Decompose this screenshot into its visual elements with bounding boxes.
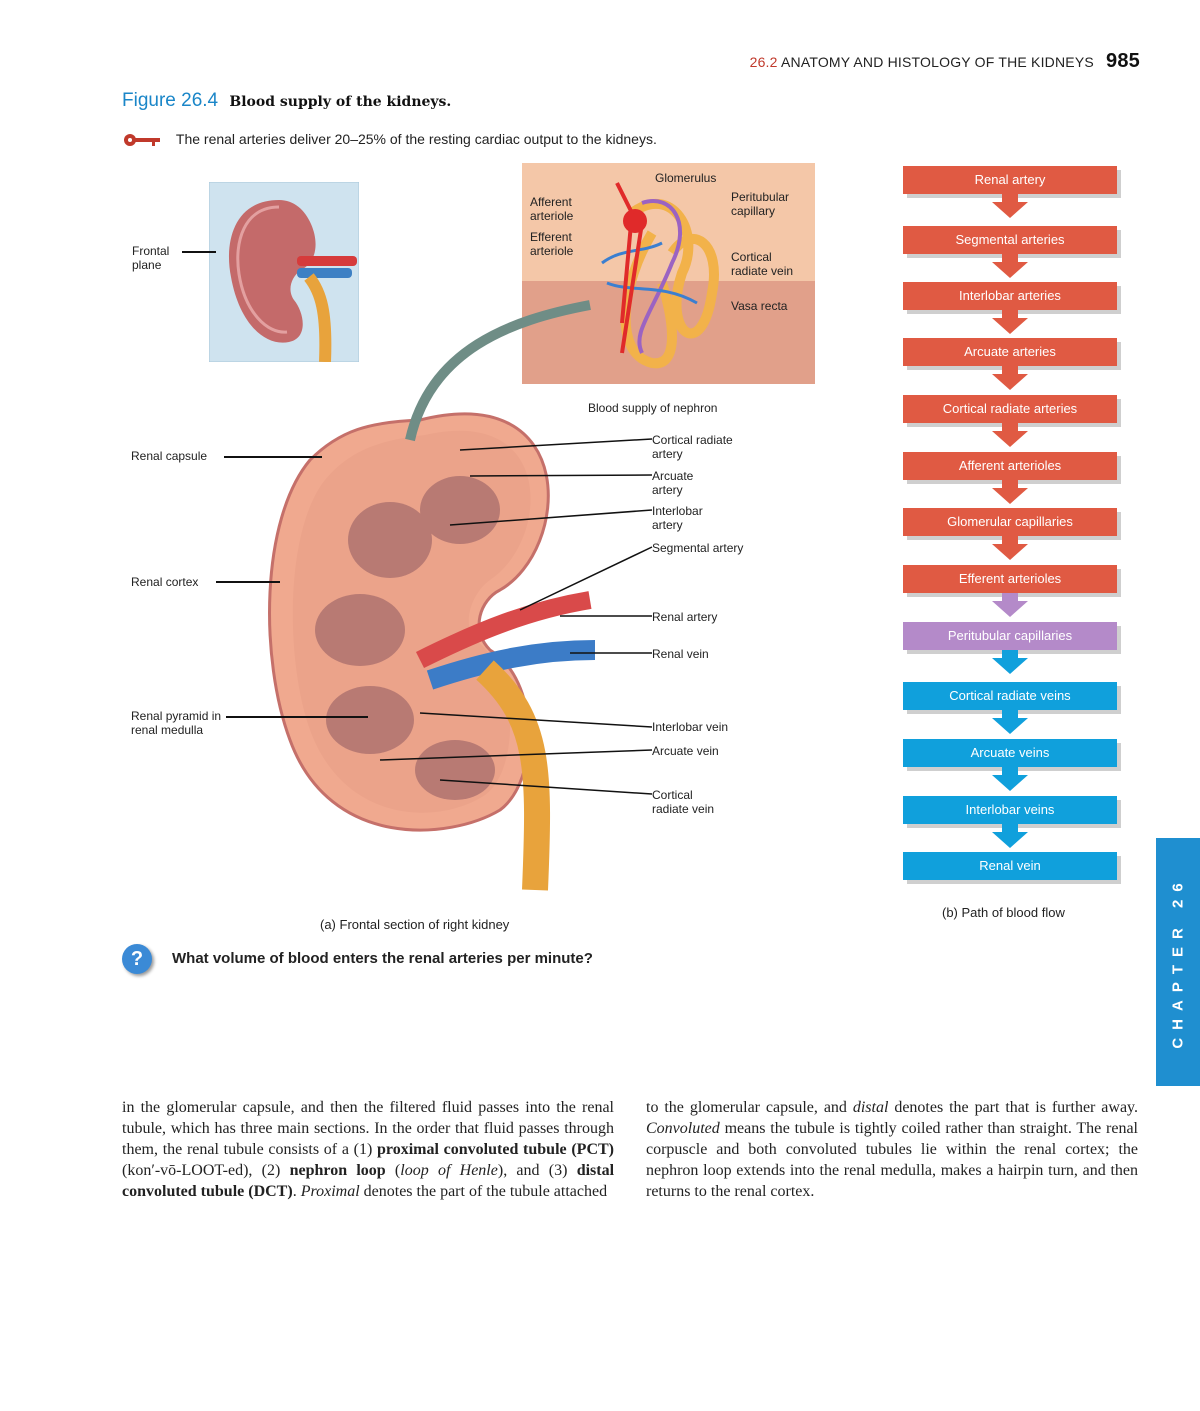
kidney-section-caption: (a) Frontal section of right kidney xyxy=(320,917,510,932)
flow-step: Segmental arteries xyxy=(903,226,1117,254)
flow-step: Glomerular capillaries xyxy=(903,508,1117,536)
label-renal-pyramid: Renal pyramid in renal medulla xyxy=(131,709,222,737)
term-nephron-loop: nephron loop xyxy=(289,1162,386,1179)
kidney-leader-lines xyxy=(379,438,653,795)
nephron-blood-supply-illustration xyxy=(522,163,815,384)
label-interlobar-vein: Interlobar vein xyxy=(652,720,729,734)
nephron-caption: Blood supply of nephron xyxy=(588,401,718,415)
body-text: to the glomerular capsule, and xyxy=(646,1099,853,1116)
label-cortical-radiate-vein: Cortical radiate vein xyxy=(652,788,715,816)
key-icon xyxy=(124,134,160,147)
figure-caption: Blood supply of the kidneys. xyxy=(229,94,452,110)
body-text: means the tubule is tightly coiled rathe… xyxy=(646,1120,1138,1200)
page-number: 985 xyxy=(1106,50,1140,72)
flow-arrow-icon xyxy=(992,423,1028,447)
frontal-plane-label: Frontal plane xyxy=(132,244,170,272)
body-column-left: in the glomerular capsule, and then the … xyxy=(122,1099,615,1200)
nephron-label-afferent: Afferent arteriole xyxy=(530,195,574,223)
flow-step: Arcuate arteries xyxy=(903,338,1117,366)
label-arcuate-vein: Arcuate vein xyxy=(652,744,719,758)
body-text: ), and (3) xyxy=(497,1162,577,1179)
flow-arrow-icon xyxy=(992,536,1028,560)
label-renal-vein: Renal vein xyxy=(652,647,709,661)
chapter-tab-label: CHAPTER 26 xyxy=(1169,875,1187,1049)
term-proximal: Proximal xyxy=(300,1183,360,1200)
key-concept-text: The renal arteries deliver 20–25% of the… xyxy=(175,131,657,147)
nephron-label-vasa-recta: Vasa recta xyxy=(731,299,788,313)
key-concept: The renal arteries deliver 20–25% of the… xyxy=(122,131,657,148)
label-cortical-radiate-artery: Cortical radiate artery xyxy=(652,433,733,461)
flow-arrow-icon xyxy=(992,824,1028,848)
flow-arrow-icon xyxy=(992,310,1028,334)
section-number: 26.2 xyxy=(749,54,778,70)
kidney-frontal-section-illustration xyxy=(268,300,596,891)
body-text: in the glomerular capsule, and then the … xyxy=(122,1099,614,1158)
flow-arrow-icon xyxy=(992,593,1028,617)
figure-number: Figure 26.4 xyxy=(122,90,219,111)
leader-line xyxy=(224,456,322,458)
flow-caption: (b) Path of blood flow xyxy=(942,905,1065,920)
flow-step: Renal artery xyxy=(903,166,1117,194)
running-head: 26.2 ANATOMY AND HISTOLOGY OF THE KIDNEY… xyxy=(690,50,1140,73)
body-text: denotes the part of the tubule attached xyxy=(359,1183,608,1200)
question-text: What volume of blood enters the renal ar… xyxy=(172,949,593,967)
nephron-label-cortical-vein: Cortical radiate vein xyxy=(731,250,794,278)
flow-step: Efferent arterioles xyxy=(903,565,1117,593)
body-text: (kon′-vō-LOOT-ed), (2) xyxy=(122,1162,290,1179)
body-text: denotes the part that is further away. xyxy=(888,1099,1139,1116)
nephron-label-peritubular: Peritubular capillary xyxy=(731,190,790,218)
nephron-label-glomerulus: Glomerulus xyxy=(655,171,717,185)
leader-line xyxy=(182,251,216,253)
flow-step: Cortical radiate arteries xyxy=(903,395,1117,423)
nephron-label-efferent: Efferent arteriole xyxy=(530,230,574,258)
flow-arrow-icon xyxy=(992,366,1028,390)
term-pct: proximal convoluted tubule (PCT) xyxy=(377,1141,614,1158)
figure-title: Figure 26.4 Blood supply of the kidneys. xyxy=(122,90,451,112)
flow-arrow-icon xyxy=(992,480,1028,504)
label-segmental-artery: Segmental artery xyxy=(652,541,744,555)
label-interlobar-artery: Interlobar artery xyxy=(652,504,703,532)
flow-arrow-icon xyxy=(992,254,1028,278)
term-distal: distal xyxy=(852,1099,889,1116)
flow-step: Cortical radiate veins xyxy=(903,682,1117,710)
body-column-right: to the glomerular capsule, and distal de… xyxy=(646,1097,1138,1202)
flow-arrow-icon xyxy=(992,710,1028,734)
flow-step: Renal vein xyxy=(903,852,1117,880)
flow-step: Interlobar arteries xyxy=(903,282,1117,310)
question-icon: ? xyxy=(122,944,152,974)
body-text: . xyxy=(292,1183,301,1200)
flow-arrow-icon xyxy=(992,767,1028,791)
leader-line xyxy=(226,716,368,718)
label-renal-artery: Renal artery xyxy=(652,610,718,624)
label-renal-cortex: Renal cortex xyxy=(131,575,199,589)
chapter-tab: CHAPTER 26 xyxy=(1156,838,1200,1086)
flow-step: Afferent arterioles xyxy=(903,452,1117,480)
term-dct: distal convoluted tubule (DCT) xyxy=(122,1162,615,1200)
leader-line xyxy=(216,581,280,583)
inset-kidney-illustration xyxy=(209,182,359,362)
flow-step: Interlobar veins xyxy=(903,796,1117,824)
flow-step: Arcuate veins xyxy=(903,739,1117,767)
flow-step: Peritubular capillaries xyxy=(903,622,1117,650)
flow-arrow-icon xyxy=(992,650,1028,674)
flow-arrow-icon xyxy=(992,194,1028,218)
label-renal-capsule: Renal capsule xyxy=(131,449,208,463)
term-loop-of-henle: loop of Henle xyxy=(400,1162,498,1179)
figure-question: ? What volume of blood enters the renal a… xyxy=(122,944,593,974)
label-arcuate-artery: Arcuate artery xyxy=(652,469,694,497)
term-convoluted: Convoluted xyxy=(646,1120,720,1137)
section-title: ANATOMY AND HISTOLOGY OF THE KIDNEYS xyxy=(780,54,1094,70)
